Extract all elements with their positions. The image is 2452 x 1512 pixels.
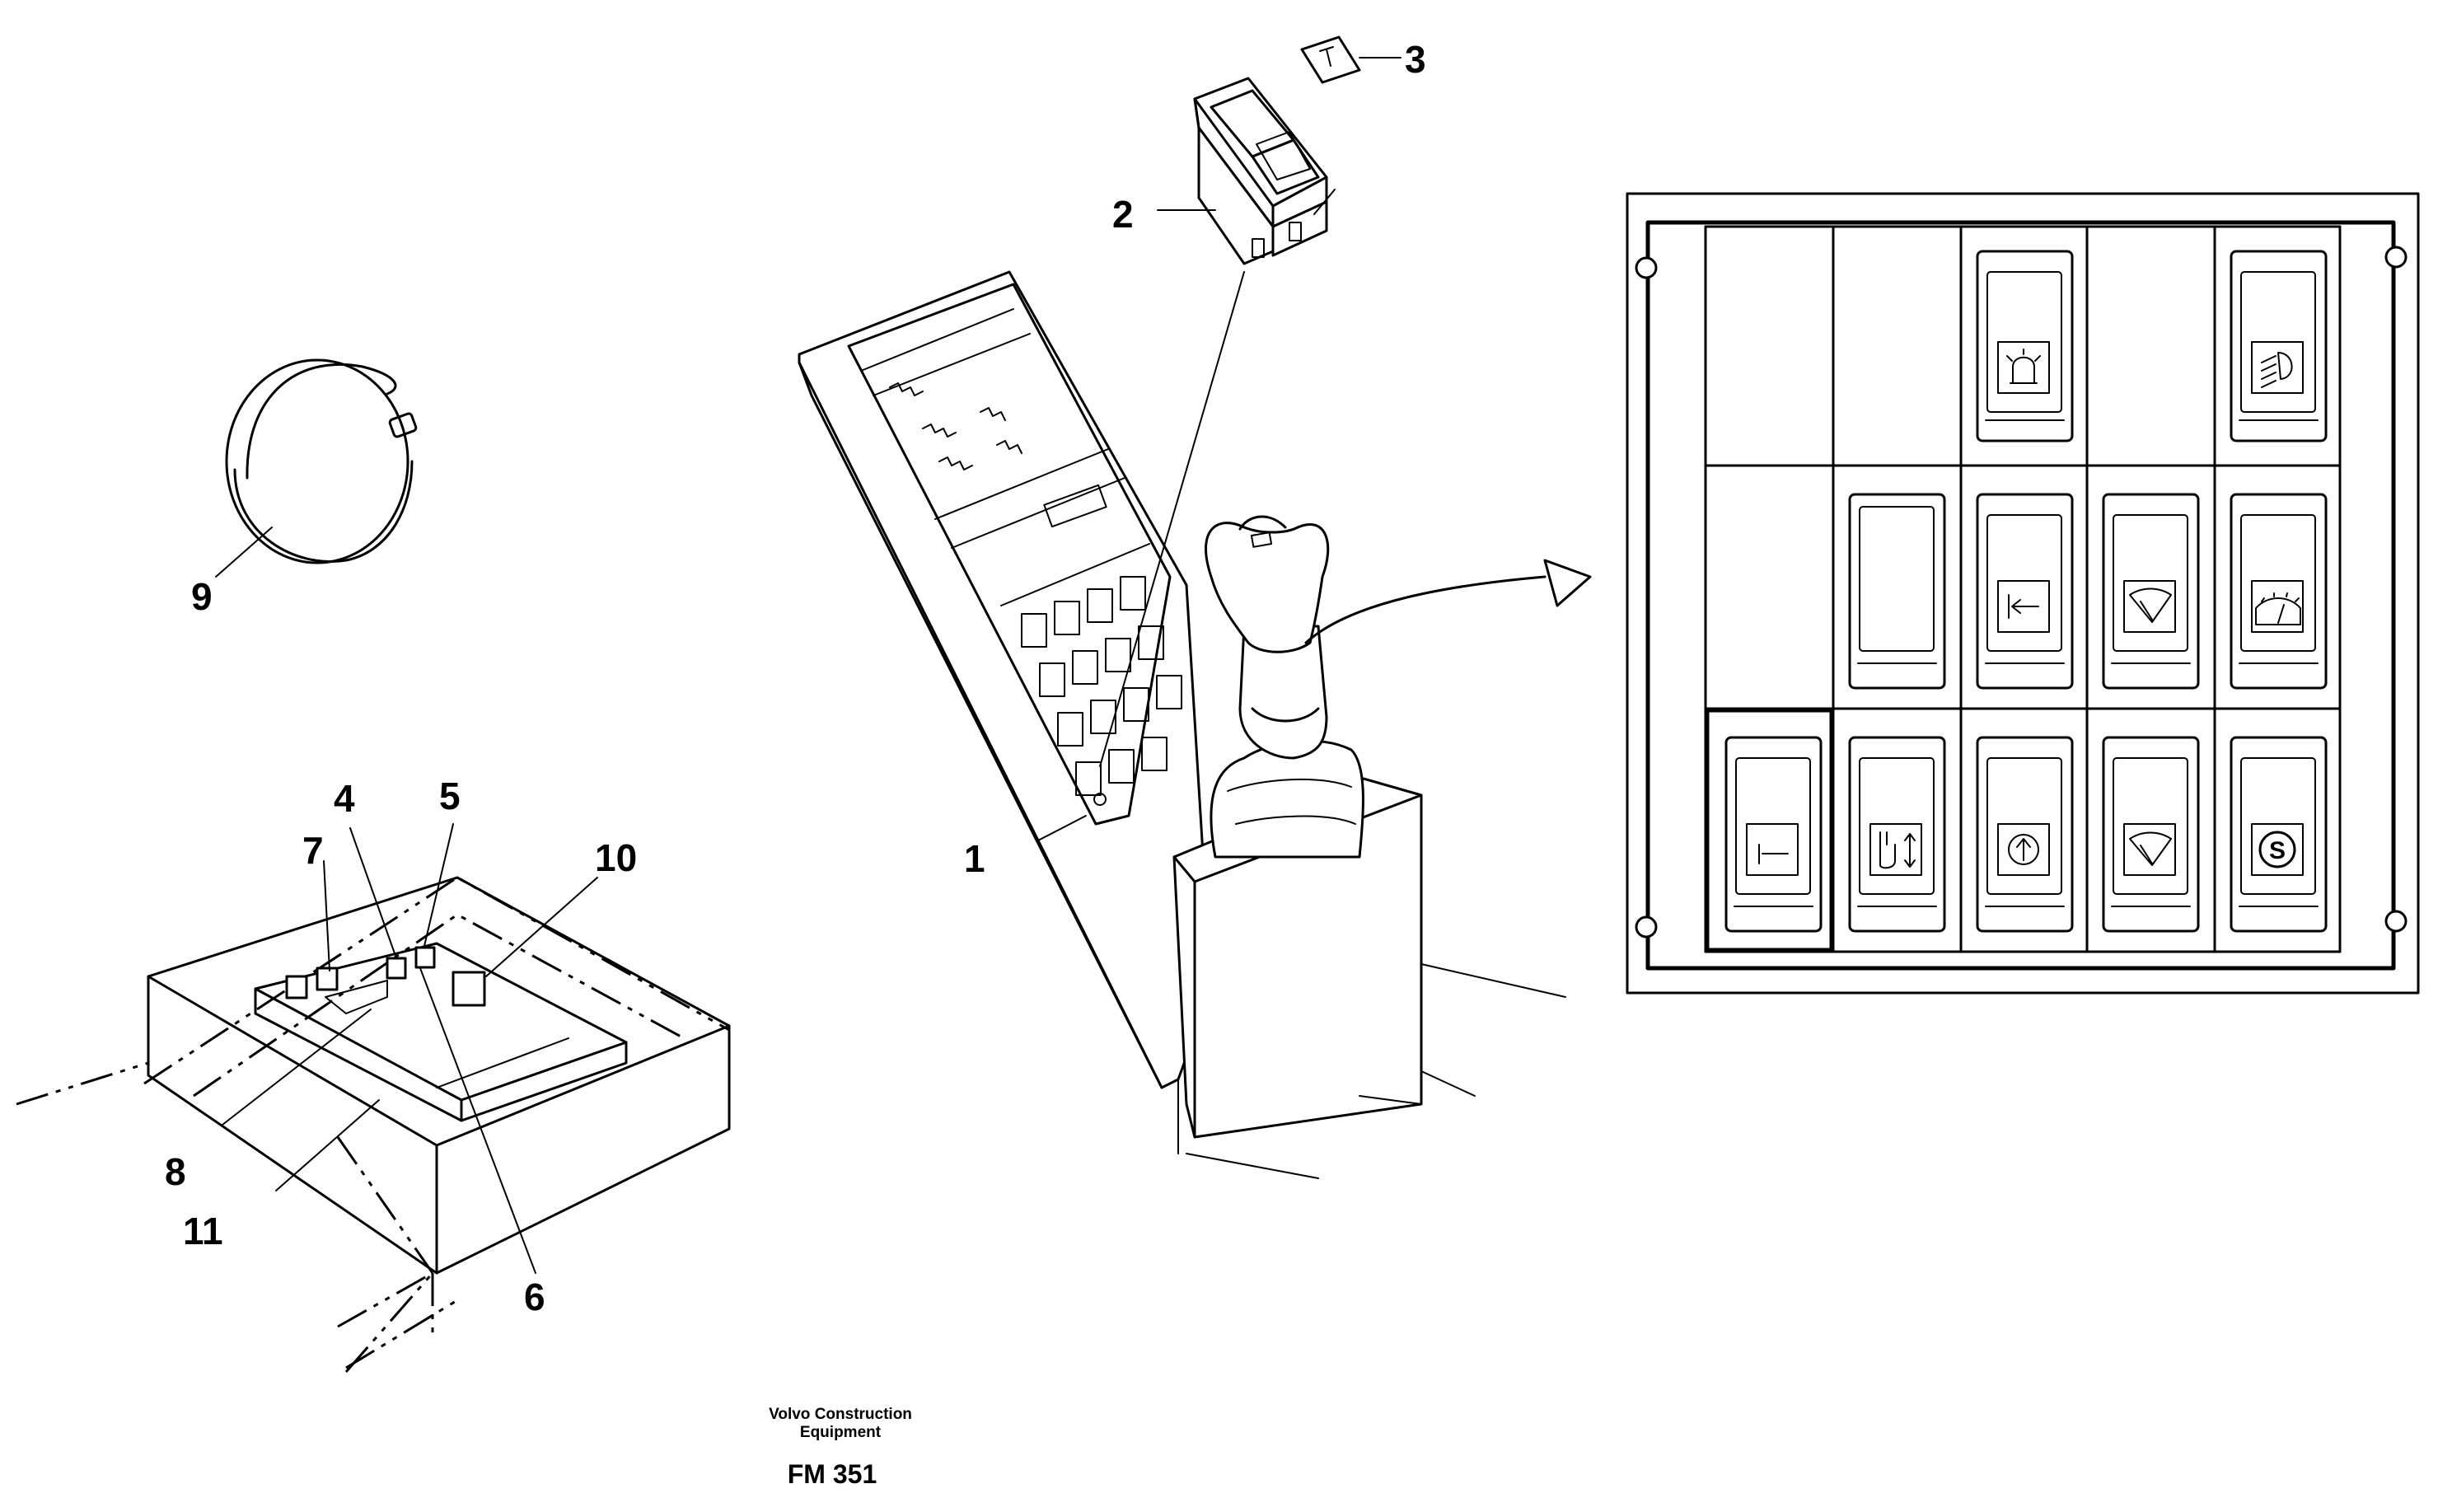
hammer-icon (1758, 844, 1789, 864)
footer-company-line2: Equipment (800, 1424, 882, 1441)
callout-7: 7 (302, 829, 324, 872)
work-light-icon (2261, 352, 2293, 388)
control-unit-box (16, 823, 731, 1373)
callout-5: 5 (439, 775, 461, 817)
footer-company-line1: Volvo Construction (769, 1406, 912, 1423)
joystick (1172, 515, 1566, 1179)
callout-4: 4 (334, 777, 355, 820)
wiper-icon (2129, 831, 2172, 866)
callout-1: 1 (964, 837, 985, 880)
switch-panel-detail: S (1626, 192, 2420, 995)
callout-10: 10 (595, 836, 637, 879)
callout-8: 8 (165, 1150, 186, 1193)
right-control-console (798, 270, 1213, 1089)
zoom-arrow (1304, 559, 1592, 644)
cable-tie-ring (215, 358, 418, 578)
svg-text:S: S (2269, 837, 2286, 864)
callout-3: 3 (1405, 38, 1426, 81)
quick-coupler-icon (1879, 831, 1916, 869)
work-light-window (2251, 341, 2304, 394)
s-circle-icon: S (2258, 831, 2296, 868)
wiper-icon (2129, 587, 2172, 623)
wiper-interval-icon (2255, 592, 2301, 625)
rotating-beacon-icon (2006, 349, 2041, 384)
callout-9: 9 (191, 575, 213, 618)
callout-2: 2 (1112, 193, 1134, 236)
rotating-beacon-window (1997, 341, 2050, 394)
arrow-up-circle-icon (2008, 834, 2039, 865)
arrow-left-icon (2008, 594, 2039, 619)
callout-11: 11 (183, 1210, 223, 1252)
callout-6: 6 (524, 1276, 545, 1318)
rocker-switch-detail (1099, 35, 1401, 767)
figure-code: FM 351 (788, 1459, 877, 1489)
